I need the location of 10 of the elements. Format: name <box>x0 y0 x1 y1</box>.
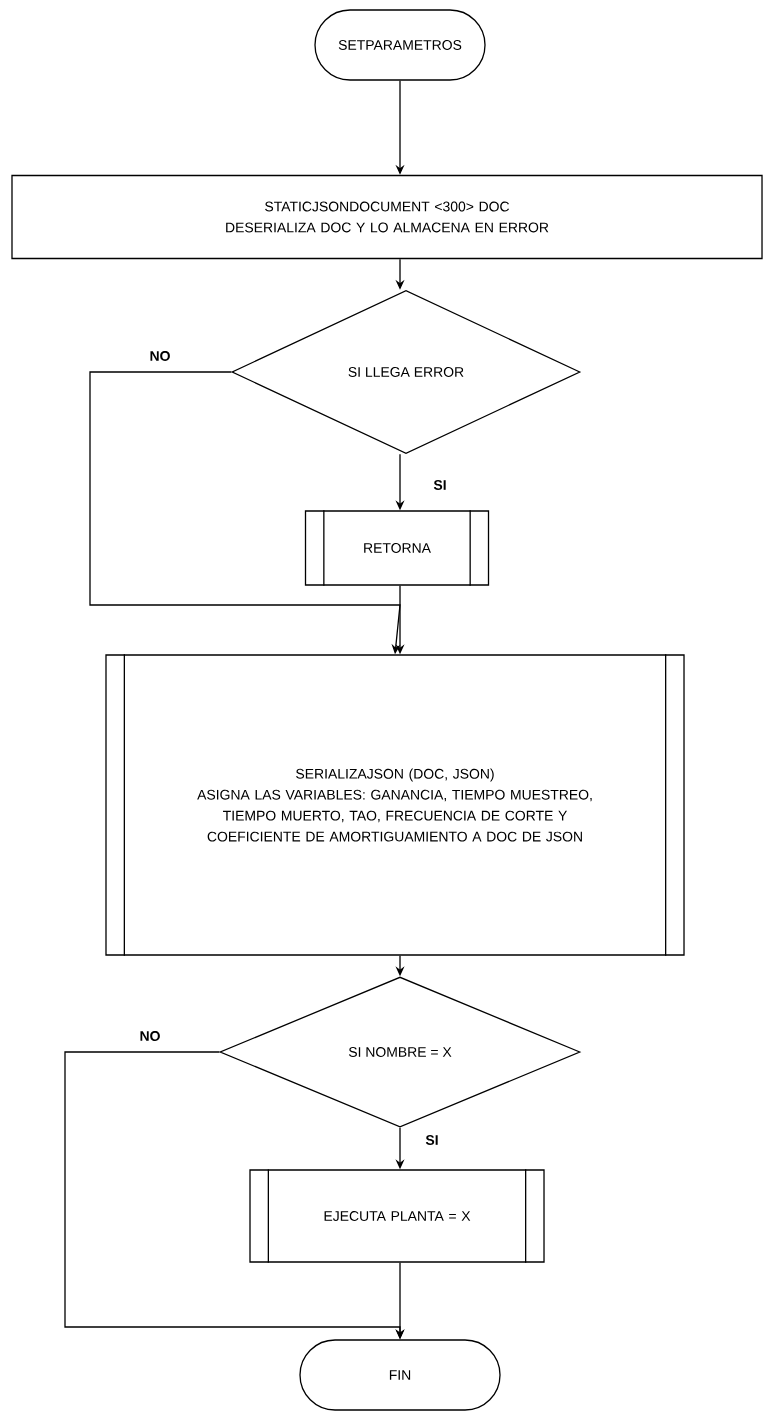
process-box: STATICJSONDOCUMENT <300> DOC DESERIALIZA DOC Y LO ALMACENA EN ERROR <box>11 174 763 260</box>
subprocess-box: SERIALIZAJSON (DOC, JSON) ASIGNA LAS VARIABLES: GANANCIA, TIEMPO MUESTREO, TIEMPO MUERTO, TAO, FRECUENCIA DE CORTE Y COEFICIENTE DE AMORTIGUAMIENTO A DOC DE JSON <box>105 653 685 957</box>
edge-label: SI <box>433 480 446 490</box>
edge-label: SI <box>425 1135 438 1145</box>
edge-label: NO <box>140 1031 160 1041</box>
terminal-box: SETPARAMETROS <box>314 9 486 81</box>
subprocess-box: RETORNA <box>304 509 490 587</box>
edge-label: NO <box>150 351 170 361</box>
subprocess-box: EJECUTA PLANTA = X <box>249 1168 545 1264</box>
terminal-box: FIN <box>299 1339 501 1411</box>
